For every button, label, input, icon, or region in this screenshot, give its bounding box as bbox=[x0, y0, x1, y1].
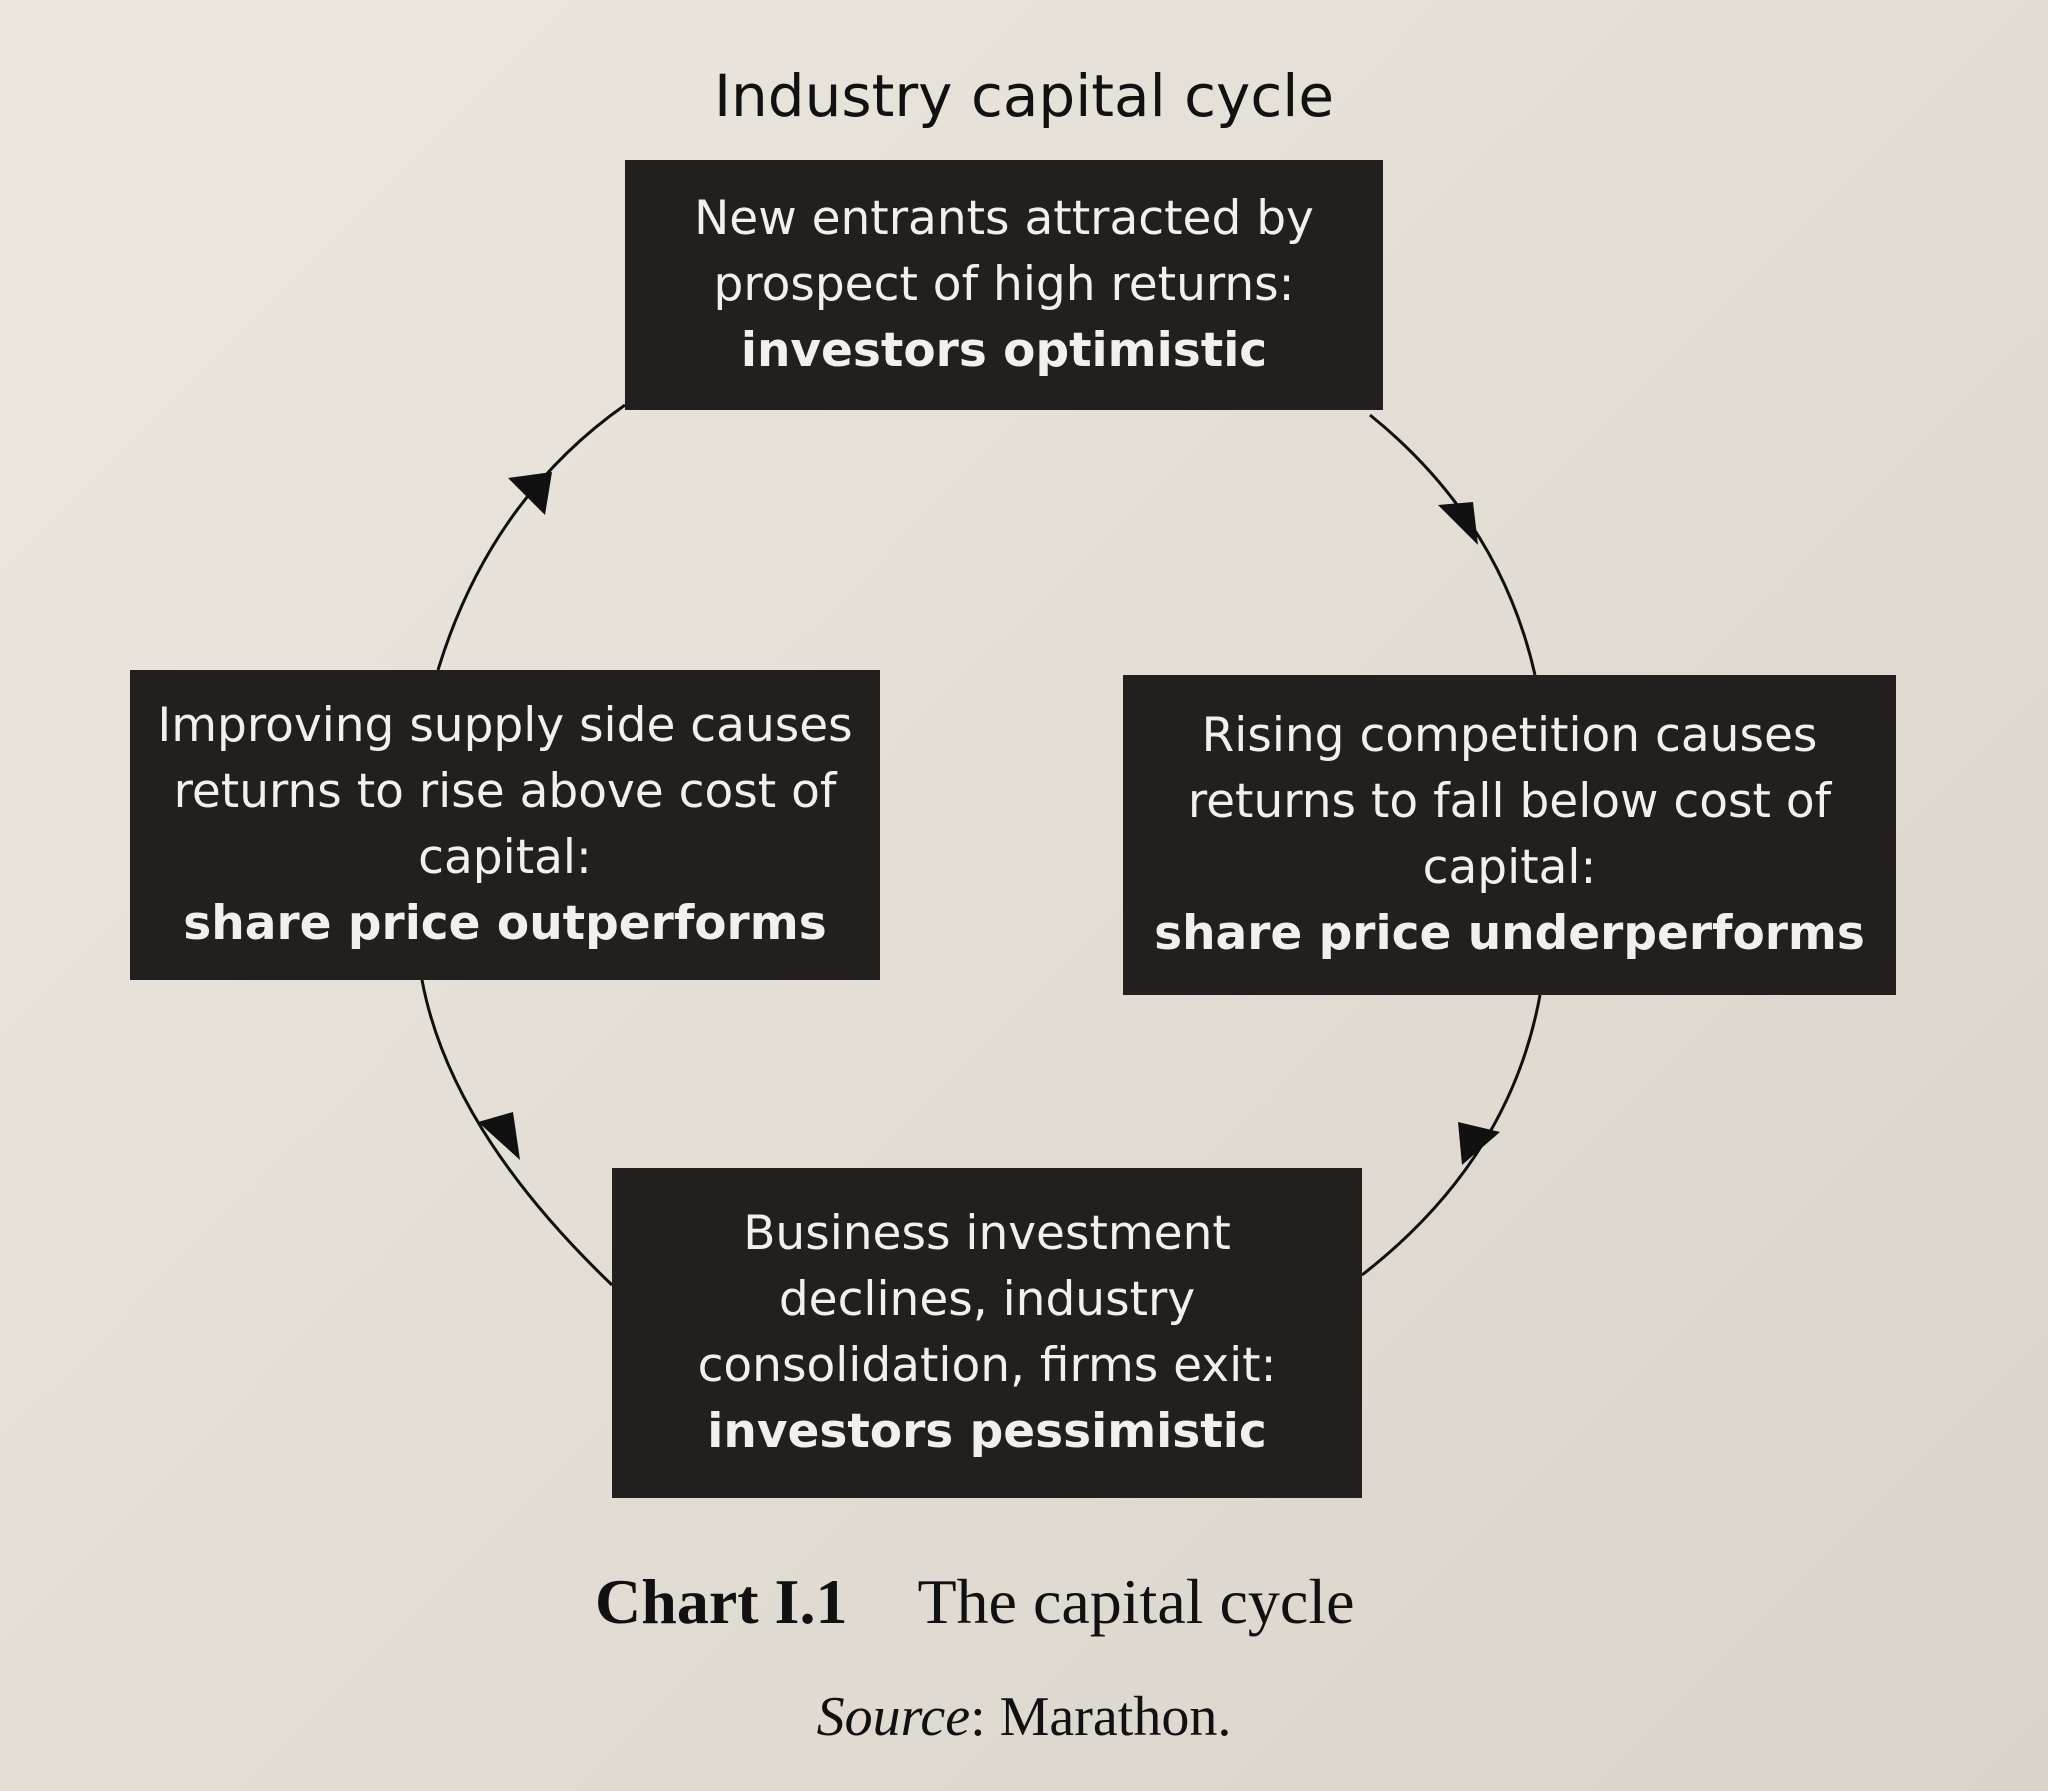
cycle-stage-rising-competition: Rising competition causes returns to fal… bbox=[1123, 675, 1896, 995]
diagram-title: Industry capital cycle bbox=[713, 62, 1335, 130]
stage-line: capital: bbox=[418, 830, 592, 885]
arrowhead-top-to-right bbox=[1438, 502, 1478, 545]
stage-emphasis: share price underperforms bbox=[1154, 906, 1865, 961]
figure-source: Source: Marathon. bbox=[0, 1685, 2048, 1749]
arrowhead-bottom-to-left bbox=[478, 1112, 520, 1160]
cycle-arc-top-to-right bbox=[1369, 413, 1537, 676]
stage-line: returns to rise above cost of bbox=[173, 764, 837, 819]
stage-line: prospect of high returns: bbox=[713, 257, 1295, 312]
cycle-stage-new-entrants: New entrants attracted by prospect of hi… bbox=[625, 160, 1383, 410]
stage-emphasis: investors pessimistic bbox=[707, 1404, 1267, 1459]
arrowhead-left-to-top bbox=[508, 472, 552, 515]
cycle-arc-right-to-bottom bbox=[1361, 994, 1542, 1277]
cycle-stage-investment-declines: Business investment declines, industry c… bbox=[612, 1168, 1362, 1498]
stage-line: declines, industry bbox=[778, 1272, 1196, 1327]
stage-line: Improving supply side causes bbox=[157, 698, 853, 753]
cycle-arc-left-to-top bbox=[436, 403, 626, 671]
stage-line: capital: bbox=[1422, 840, 1597, 895]
source-text: : Marathon. bbox=[970, 1686, 1232, 1748]
stage-line: Business investment bbox=[743, 1206, 1231, 1261]
stage-line: returns to fall below cost of bbox=[1187, 774, 1832, 829]
cycle-stage-improving-supply: Improving supply side causes returns to … bbox=[130, 670, 880, 980]
source-label: Source bbox=[816, 1686, 971, 1748]
stage-line: New entrants attracted by bbox=[694, 191, 1314, 246]
arrowhead-right-to-bottom bbox=[1458, 1122, 1500, 1165]
stage-emphasis: share price outperforms bbox=[183, 896, 827, 951]
stage-line: consolidation, firms exit: bbox=[697, 1338, 1277, 1393]
figure-caption: Chart I.1 The capital cycle bbox=[595, 1565, 1355, 1639]
cycle-arc-bottom-to-left bbox=[420, 979, 614, 1287]
stage-line: Rising competition causes bbox=[1201, 708, 1818, 763]
stage-emphasis: investors optimistic bbox=[740, 323, 1268, 378]
caption-number: Chart I.1 bbox=[595, 1566, 848, 1637]
caption-text: The capital cycle bbox=[917, 1566, 1355, 1637]
